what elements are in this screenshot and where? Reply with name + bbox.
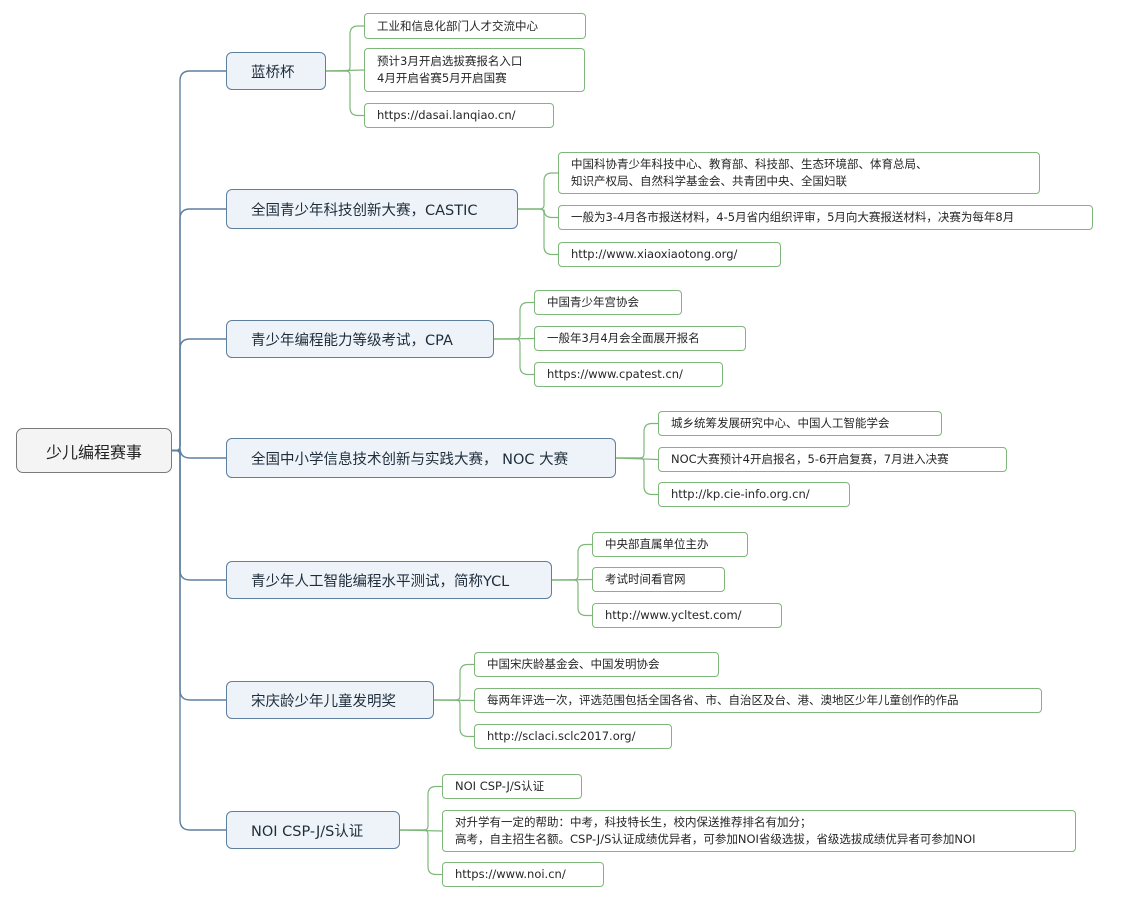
leaf-text: http://kp.cie-info.org.cn/ xyxy=(671,487,810,501)
leaf-link[interactable]: https://www.cpatest.cn/ xyxy=(534,362,723,387)
leaf-link[interactable]: https://dasai.lanqiao.cn/ xyxy=(364,103,554,128)
leaf-node[interactable]: 一般为3-4月各市报送材料，4-5月省内组织评审，5月向大赛报送材料，决赛为每年… xyxy=(558,205,1093,230)
leaf-text: 中国青少年宫协会 xyxy=(547,295,639,309)
leaf-text: http://sclaci.sclc2017.org/ xyxy=(487,729,636,743)
root-label: 少儿编程赛事 xyxy=(45,442,142,462)
leaf-text: http://www.xiaoxiaotong.org/ xyxy=(571,247,738,261)
leaf-node[interactable]: 一般年3月4月会全面展开报名 xyxy=(534,326,746,351)
branch-label: 宋庆龄少年儿童发明奖 xyxy=(251,693,396,710)
leaf-connector xyxy=(326,25,364,72)
leaf-text: 工业和信息化部门人才交流中心 xyxy=(377,18,538,33)
leaf-text: 一般为3-4月各市报送材料，4-5月省内组织评审，5月向大赛报送材料，决赛为每年… xyxy=(571,210,1015,224)
leaf-connector xyxy=(518,172,558,210)
leaf-text: 4月开启省赛5月开启国赛 xyxy=(377,71,507,85)
root-node[interactable]: 少儿编程赛事 xyxy=(16,428,172,473)
leaf-link[interactable]: http://sclaci.sclc2017.org/ xyxy=(474,724,672,749)
leaf-text: 高考，自主招生名额。CSP-J/S认证成绩优异者，可参加NOI省级选拔，省级选拔… xyxy=(455,832,976,846)
leaf-node[interactable]: 工业和信息化部门人才交流中心 xyxy=(364,13,586,39)
leaf-connector xyxy=(494,338,534,376)
leaf-text: 预计3月开启选拔赛报名入口 xyxy=(377,54,523,68)
leaf-text: 城乡统筹发展研究中心、中国人工智能学会 xyxy=(671,416,890,430)
leaf-node[interactable]: 每两年评选一次，评选范围包括全国各省、市、自治区及台、港、澳地区少年儿童创作的作… xyxy=(474,688,1042,713)
branch-label: 青少年人工智能编程水平测试，简称YCL xyxy=(251,573,510,590)
leaf-connector xyxy=(434,699,474,738)
leaf-text: https://dasai.lanqiao.cn/ xyxy=(377,108,516,122)
leaf-connector xyxy=(518,208,558,219)
branch-label: 蓝桥杯 xyxy=(251,64,295,81)
leaf-connector xyxy=(400,785,442,831)
root-connector xyxy=(172,338,226,452)
leaf-text: 中国科协青少年科技中心、教育部、科技部、生态环境部、体育总局、 xyxy=(571,157,928,171)
leaf-text: 每两年评选一次，评选范围包括全国各省、市、自治区及台、港、澳地区少年儿童创作的作… xyxy=(487,693,959,707)
leaf-text: NOI CSP-J/S认证 xyxy=(455,779,545,793)
branch-label: 青少年编程能力等级考试，CPA xyxy=(251,332,453,349)
branch-node[interactable]: 全国青少年科技创新大赛，CASTIC xyxy=(226,189,518,229)
leaf-text: 对升学有一定的帮助：中考，科技特长生，校内保送推荐排名有加分； xyxy=(455,815,812,829)
leaf-link[interactable]: http://www.xiaoxiaotong.org/ xyxy=(558,242,781,267)
leaf-link[interactable]: http://kp.cie-info.org.cn/ xyxy=(658,482,850,507)
leaf-text: http://www.ycltest.com/ xyxy=(605,608,742,622)
leaf-node[interactable]: 考试时间看官网 xyxy=(592,567,725,592)
leaf-connector xyxy=(434,663,474,701)
leaf-connector xyxy=(552,579,592,617)
leaf-connector xyxy=(552,543,592,581)
leaf-connector xyxy=(400,829,442,876)
leaf-node[interactable]: 中国青少年宫协会 xyxy=(534,290,682,315)
leaf-connector xyxy=(616,422,658,459)
leaf-connector xyxy=(616,457,658,496)
leaf-node[interactable]: NOI CSP-J/S认证 xyxy=(442,774,582,799)
leaf-node[interactable]: NOC大赛预计4开启报名，5-6开启复赛，7月进入决赛 xyxy=(658,447,1007,472)
leaf-link[interactable]: https://www.noi.cn/ xyxy=(442,862,604,887)
branch-label: 全国青少年科技创新大赛，CASTIC xyxy=(251,202,478,219)
leaf-link[interactable]: http://www.ycltest.com/ xyxy=(592,603,782,628)
leaf-text: 一般年3月4月会全面展开报名 xyxy=(547,331,700,345)
branch-label: 全国中小学信息技术创新与实践大赛， NOC 大赛 xyxy=(251,451,569,468)
leaf-node[interactable]: 中国宋庆龄基金会、中国发明协会 xyxy=(474,652,719,677)
branch-node[interactable]: 青少年人工智能编程水平测试，简称YCL xyxy=(226,561,552,599)
leaf-text: 中国宋庆龄基金会、中国发明协会 xyxy=(487,657,660,671)
leaf-node[interactable]: 中央部直属单位主办 xyxy=(592,532,748,557)
leaf-text: 考试时间看官网 xyxy=(605,572,686,586)
leaf-node[interactable]: 城乡统筹发展研究中心、中国人工智能学会 xyxy=(658,411,942,436)
branch-node[interactable]: 蓝桥杯 xyxy=(226,52,326,90)
leaf-node[interactable]: 预计3月开启选拔赛报名入口 4月开启省赛5月开启国赛 xyxy=(364,48,585,92)
branch-label: NOI CSP-J/S认证 xyxy=(251,823,364,840)
leaf-connector xyxy=(494,301,534,340)
branch-node[interactable]: 青少年编程能力等级考试，CPA xyxy=(226,320,494,358)
leaf-node[interactable]: 对升学有一定的帮助：中考，科技特长生，校内保送推荐排名有加分； 高考，自主招生名… xyxy=(442,810,1076,852)
leaf-node[interactable]: 中国科协青少年科技中心、教育部、科技部、生态环境部、体育总局、 知识产权局、自然… xyxy=(558,152,1040,194)
leaf-text: 中央部直属单位主办 xyxy=(605,537,709,551)
leaf-connector xyxy=(518,208,558,256)
leaf-text: https://www.noi.cn/ xyxy=(455,867,566,881)
leaf-text: 知识产权局、自然科学基金会、共青团中央、全国妇联 xyxy=(571,174,847,188)
leaf-text: https://www.cpatest.cn/ xyxy=(547,367,683,381)
leaf-text: NOC大赛预计4开启报名，5-6开启复赛，7月进入决赛 xyxy=(671,452,949,466)
branch-node[interactable]: NOI CSP-J/S认证 xyxy=(226,811,400,849)
branch-node[interactable]: 全国中小学信息技术创新与实践大赛， NOC 大赛 xyxy=(226,438,616,478)
branch-node[interactable]: 宋庆龄少年儿童发明奖 xyxy=(226,681,434,719)
leaf-connector xyxy=(326,70,364,117)
root-connector xyxy=(172,449,226,831)
